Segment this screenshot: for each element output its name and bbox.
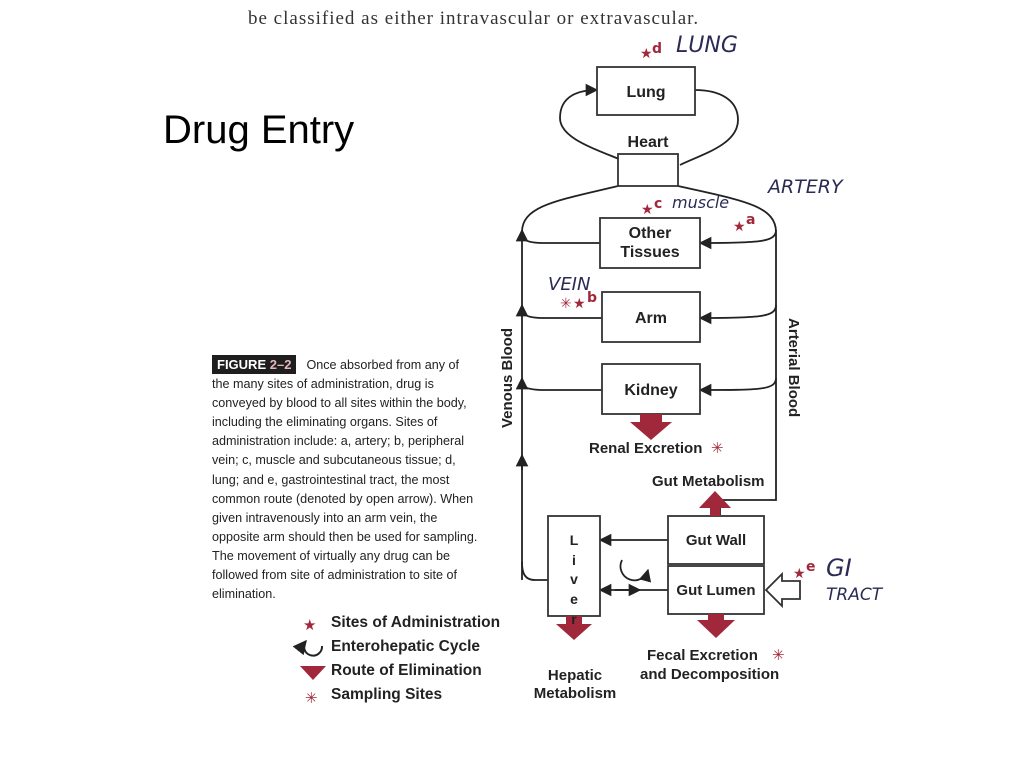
other-tissues-box	[599, 217, 701, 269]
renal-elimination-arrow	[630, 414, 672, 440]
kidney-box	[601, 363, 701, 415]
scan-top-text: be classified as either intravascular or…	[248, 8, 700, 29]
other-tissues-out	[515, 228, 600, 244]
kidney-label: Kidney	[624, 382, 677, 399]
site-c-letter: c	[654, 196, 662, 212]
arm-in	[698, 304, 777, 325]
fecal-excretion-label-2: and Decomposition	[640, 666, 779, 683]
slide-title: Drug Entry	[163, 108, 355, 152]
arterial-blood-label: Arterial Blood	[785, 318, 802, 417]
gut-wall-box	[667, 515, 765, 565]
gut-lumen-label: Gut Lumen	[676, 582, 755, 599]
liver-letter: i	[572, 552, 576, 568]
renal-excretion-label: Renal Excretion	[589, 440, 702, 457]
arterial-out-curve	[677, 185, 777, 490]
other-tissues-label-2: Tissues	[620, 244, 679, 261]
handwritten-lung: LUNG	[676, 33, 738, 58]
liver-label: L i v e r	[570, 532, 579, 627]
site-e-letter: e	[806, 559, 816, 575]
handwritten-artery: ARTERY	[766, 176, 844, 198]
other-tissues-label-1: Other	[629, 225, 672, 242]
legend-down-arrow-icon	[300, 666, 326, 680]
legend-star-icon: ★	[303, 617, 316, 634]
fecal-sampling-asterisk-icon: ✳	[772, 647, 785, 664]
figure-label: FIGURE 2–2	[212, 355, 297, 374]
site-a-star-icon: ★	[733, 219, 746, 235]
lung-label: Lung	[626, 84, 665, 101]
enterohepatic-cycle-icon	[619, 559, 652, 583]
fecal-excretion-label-1: Fecal Excretion	[647, 647, 758, 664]
other-tissues-in	[698, 229, 777, 250]
kidney-in	[698, 377, 777, 397]
hepatic-elimination-arrow	[556, 616, 592, 640]
site-d-star-icon: ★	[640, 46, 653, 62]
arm-out	[515, 303, 602, 319]
handwritten-tract: TRACT	[826, 585, 884, 605]
site-c-star-icon: ★	[641, 202, 654, 218]
heart-box	[617, 153, 679, 187]
arm-label: Arm	[635, 310, 667, 327]
liver-to-venous	[521, 561, 548, 581]
legend-item-enterohepatic: Enterohepatic Cycle	[331, 638, 481, 655]
hepatic-label-1: Hepatic	[548, 667, 602, 684]
site-a-letter: a	[746, 212, 755, 228]
lung-loop-left	[559, 83, 634, 166]
legend-item-elimination: Route of Elimination	[331, 662, 482, 679]
figure-label-prefix: FIGURE	[217, 357, 267, 372]
venous-blood-label: Venous Blood	[499, 328, 516, 428]
liver-letter: v	[570, 571, 578, 587]
figure-caption-text: Once absorbed from any of the many sites…	[212, 358, 478, 602]
legend-item-sites: Sites of Administration	[331, 614, 501, 631]
liver-letter: L	[570, 532, 579, 548]
site-b-letter: b	[587, 290, 597, 306]
handwritten-vein: VEIN	[548, 274, 590, 295]
legend-item-sampling: Sampling Sites	[331, 686, 443, 703]
arterial-to-gut	[719, 490, 777, 515]
fecal-elimination-arrow	[697, 614, 735, 638]
liver-letter: e	[570, 591, 578, 607]
figure-label-number: 2–2	[269, 357, 292, 372]
arm-box	[601, 291, 701, 343]
kidney-out	[515, 376, 602, 391]
lung-loop-right	[679, 89, 739, 166]
site-d-letter: d	[652, 41, 662, 57]
gut-wall-label: Gut Wall	[686, 532, 746, 549]
gut-metabolism-label: Gut Metabolism	[652, 473, 765, 490]
handwritten-muscle: muscle	[672, 193, 729, 212]
handwritten-gi: GI	[826, 554, 852, 582]
legend-asterisk-icon: ✳	[305, 690, 318, 707]
heart-label: Heart	[628, 134, 670, 151]
gut-metabolism-arrow	[699, 491, 731, 516]
renal-sampling-asterisk-icon: ✳	[711, 440, 724, 457]
site-e-star-icon: ★	[793, 566, 806, 582]
gi-open-arrow	[764, 571, 801, 609]
site-b-asterisk-icon: ✳	[560, 296, 572, 312]
liver-letter: r	[571, 611, 577, 627]
legend-cycle-arrow-icon	[292, 639, 324, 657]
gut-lumen-box	[667, 565, 765, 615]
liver-box	[547, 515, 601, 617]
lung-box	[596, 66, 696, 116]
hepatic-label-2: Metabolism	[534, 685, 617, 702]
site-b-star-icon: ★	[573, 296, 586, 312]
